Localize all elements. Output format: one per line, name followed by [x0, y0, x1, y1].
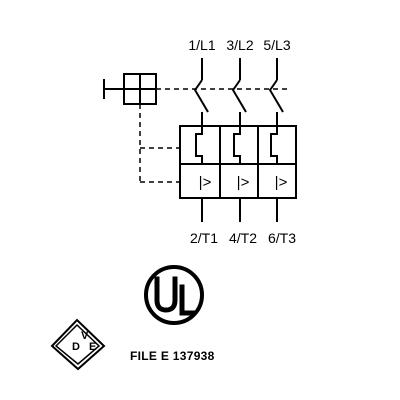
svg-text:D: D	[72, 341, 80, 353]
terminal-label-t2: 4/T2	[229, 230, 257, 246]
mechanical-linkage	[139, 88, 290, 183]
overload-symbol-2: |>	[237, 174, 250, 191]
terminal-label-t3: 6/T3	[268, 230, 296, 246]
overload-symbol-3: |>	[275, 174, 288, 191]
ul-listing-logo	[144, 265, 204, 325]
terminal-label-l1: 1/L1	[188, 37, 215, 53]
overload-symbol-1: |>	[199, 174, 212, 191]
svg-text:V: V	[81, 330, 89, 342]
manual-operator-handle	[103, 73, 157, 105]
load-conductors	[201, 198, 278, 222]
terminal-label-l2: 3/L2	[226, 37, 253, 53]
terminal-label-l3: 5/L3	[263, 37, 290, 53]
vde-mark-logo: D V E	[50, 318, 106, 371]
pole-conductors	[193, 58, 284, 126]
file-number: FILE E 137938	[130, 349, 215, 363]
magnetic-trip-elements	[195, 126, 278, 164]
svg-text:E: E	[89, 341, 96, 353]
terminal-label-t1: 2/T1	[190, 230, 218, 246]
